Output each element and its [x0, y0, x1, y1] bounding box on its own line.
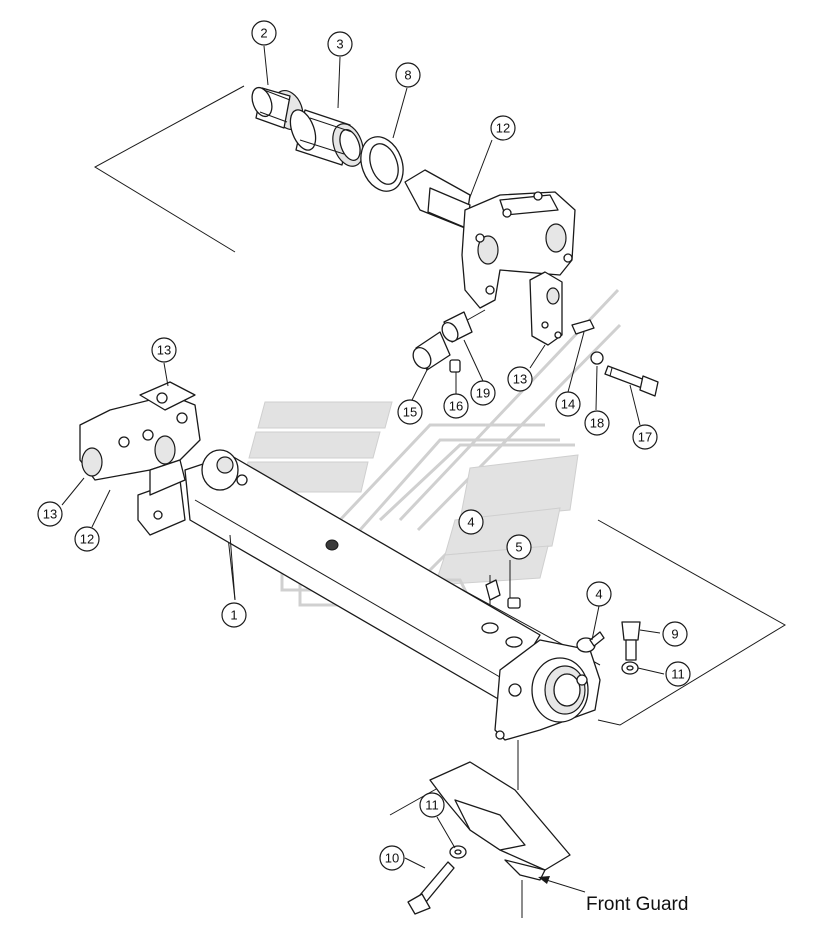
grease-fitting-part-4-b [576, 631, 605, 653]
callout-15: 15 [397, 399, 423, 425]
svg-text:4: 4 [595, 587, 602, 602]
svg-text:16: 16 [449, 399, 463, 414]
bushing-part-19 [441, 311, 473, 343]
pillow-block-bearing [494, 639, 601, 741]
svg-text:18: 18 [590, 416, 604, 431]
svg-text:14: 14 [561, 397, 575, 412]
svg-text:3: 3 [336, 37, 343, 52]
front-guard-label: Front Guard [586, 894, 688, 915]
svg-text:17: 17 [638, 430, 652, 445]
callout-12-upper: 12 [490, 115, 516, 141]
front-guard [429, 761, 571, 881]
callout-12-lower: 12 [74, 526, 100, 552]
svg-text:15: 15 [403, 405, 417, 420]
cap-block-part-13-upper [529, 271, 604, 365]
bolt-part-17 [604, 365, 659, 397]
svg-text:19: 19 [476, 386, 490, 401]
svg-text:1: 1 [230, 608, 237, 623]
callout-11-lower: 11 [419, 792, 445, 818]
front-guard-arrow [538, 876, 586, 893]
callout-8: 8 [395, 62, 421, 88]
svg-text:10: 10 [385, 851, 399, 866]
svg-text:12: 12 [80, 532, 94, 547]
callout-9: 9 [662, 621, 688, 647]
callout-10: 10 [379, 845, 405, 871]
callout-14: 14 [555, 391, 581, 417]
svg-text:8: 8 [404, 68, 411, 83]
callout-13-left: 13 [37, 501, 63, 527]
callout-18: 18 [584, 410, 610, 436]
svg-text:13: 13 [43, 507, 57, 522]
callouts: 2 3 8 12 13 13 13 12 [37, 20, 691, 871]
trunnion-bracket-part-12-upper [404, 169, 576, 309]
svg-text:11: 11 [671, 667, 685, 682]
trunnion-bracket-part-12-lower [79, 381, 201, 536]
callout-16: 16 [443, 393, 469, 419]
bushing-part-15 [412, 331, 451, 371]
callout-leaders [61, 45, 665, 869]
seal-ring-part-8 [360, 136, 404, 192]
svg-text:13: 13 [157, 343, 171, 358]
callout-13-right: 13 [507, 366, 533, 392]
bolt-part-10 [407, 861, 455, 915]
svg-text:5: 5 [515, 540, 522, 555]
pin-part-16 [449, 359, 461, 373]
washer-part-11-right [621, 661, 639, 675]
svg-text:12: 12 [496, 121, 510, 136]
callout-17: 17 [632, 424, 658, 450]
callout-5: 5 [506, 534, 532, 560]
callout-13-top-left: 13 [151, 337, 177, 363]
callout-4-middle: 4 [458, 509, 484, 535]
callout-2: 2 [251, 20, 277, 46]
callout-1: 1 [221, 602, 247, 628]
svg-text:4: 4 [467, 515, 474, 530]
svg-text:2: 2 [260, 26, 267, 41]
svg-text:9: 9 [671, 627, 678, 642]
grease-fitting-part-4-a [481, 579, 501, 634]
callout-3: 3 [327, 31, 353, 57]
bolt-part-9 [621, 621, 641, 661]
bolt-part-5 [505, 597, 523, 648]
svg-text:11: 11 [425, 798, 439, 813]
callout-11-right: 11 [665, 661, 691, 687]
callout-19: 19 [470, 380, 496, 406]
callout-4-right: 4 [586, 581, 612, 607]
washer-part-11-lower [449, 845, 467, 859]
bushing-part-3 [289, 109, 364, 167]
svg-text:13: 13 [513, 372, 527, 387]
